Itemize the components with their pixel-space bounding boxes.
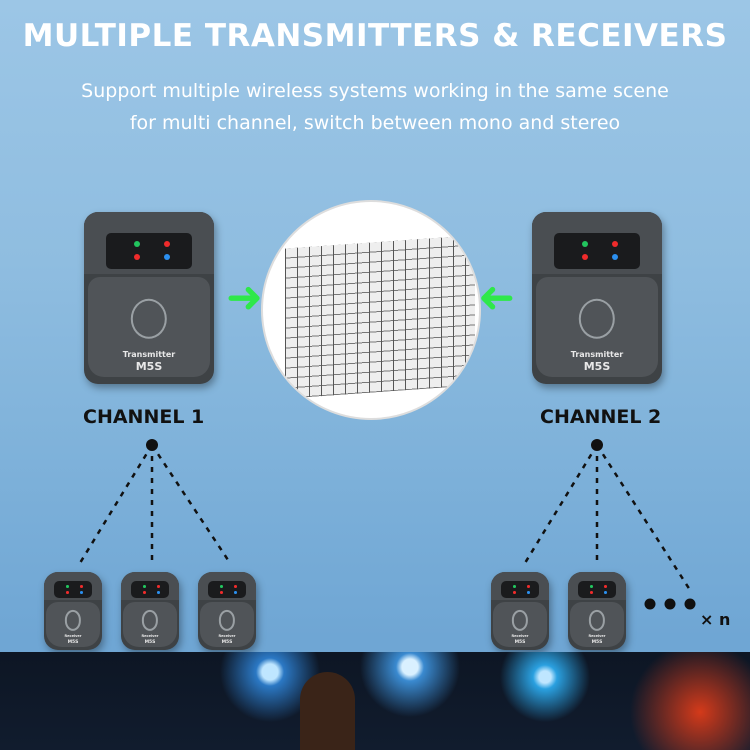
- concert-photo: [0, 652, 750, 750]
- device-type-label: Receiver: [218, 634, 236, 639]
- status-panel: [207, 581, 247, 598]
- device-type-label: Transmitter: [570, 349, 624, 359]
- status-panel: [577, 581, 617, 598]
- receiver: Receiver M5S: [568, 572, 626, 650]
- subtitle-line-2: for multi channel, switch between mono a…: [129, 112, 621, 134]
- device-model-label: M5S: [144, 639, 156, 645]
- channel-2-label: CHANNEL 2: [540, 406, 662, 428]
- transmitter-channel-2: Transmitter M5S: [532, 212, 662, 384]
- audio-wave-logo-icon: [130, 298, 168, 339]
- device-model-label: M5S: [514, 639, 526, 645]
- receiver: Receiver M5S: [44, 572, 102, 650]
- receiver: Receiver M5S: [121, 572, 179, 650]
- transmitter-channel-1: Transmitter M5S: [84, 212, 214, 384]
- device-model-label: M5S: [67, 639, 79, 645]
- more-receivers-label: × n: [700, 610, 731, 629]
- audio-wave-logo-icon: [578, 298, 616, 339]
- status-panel: [53, 581, 93, 598]
- audio-mixer-image: [261, 200, 481, 420]
- page-title: MULTIPLE TRANSMITTERS & RECEIVERS: [22, 18, 728, 54]
- device-type-label: Receiver: [141, 634, 159, 639]
- device-model-label: M5S: [221, 639, 233, 645]
- arrow-right-icon: ➜: [226, 272, 263, 323]
- audio-wave-logo-icon: [141, 610, 159, 631]
- device-type-label: Transmitter: [122, 349, 176, 359]
- audio-wave-logo-icon: [588, 610, 606, 631]
- status-panel: [554, 232, 640, 269]
- receiver: Receiver M5S: [198, 572, 256, 650]
- device-model-label: M5S: [583, 359, 611, 373]
- device-model-label: M5S: [591, 639, 603, 645]
- status-panel: [500, 581, 540, 598]
- audio-wave-logo-icon: [64, 610, 82, 631]
- channel-1-label: CHANNEL 1: [83, 406, 205, 428]
- device-type-label: Receiver: [64, 634, 82, 639]
- subtitle-line-1: Support multiple wireless systems workin…: [81, 80, 669, 102]
- device-model-label: M5S: [135, 359, 163, 373]
- device-type-label: Receiver: [511, 634, 529, 639]
- audio-wave-logo-icon: [511, 610, 529, 631]
- status-panel: [130, 581, 170, 598]
- device-type-label: Receiver: [588, 634, 606, 639]
- status-panel: [106, 232, 192, 269]
- receiver: Receiver M5S: [491, 572, 549, 650]
- audio-wave-logo-icon: [218, 610, 236, 631]
